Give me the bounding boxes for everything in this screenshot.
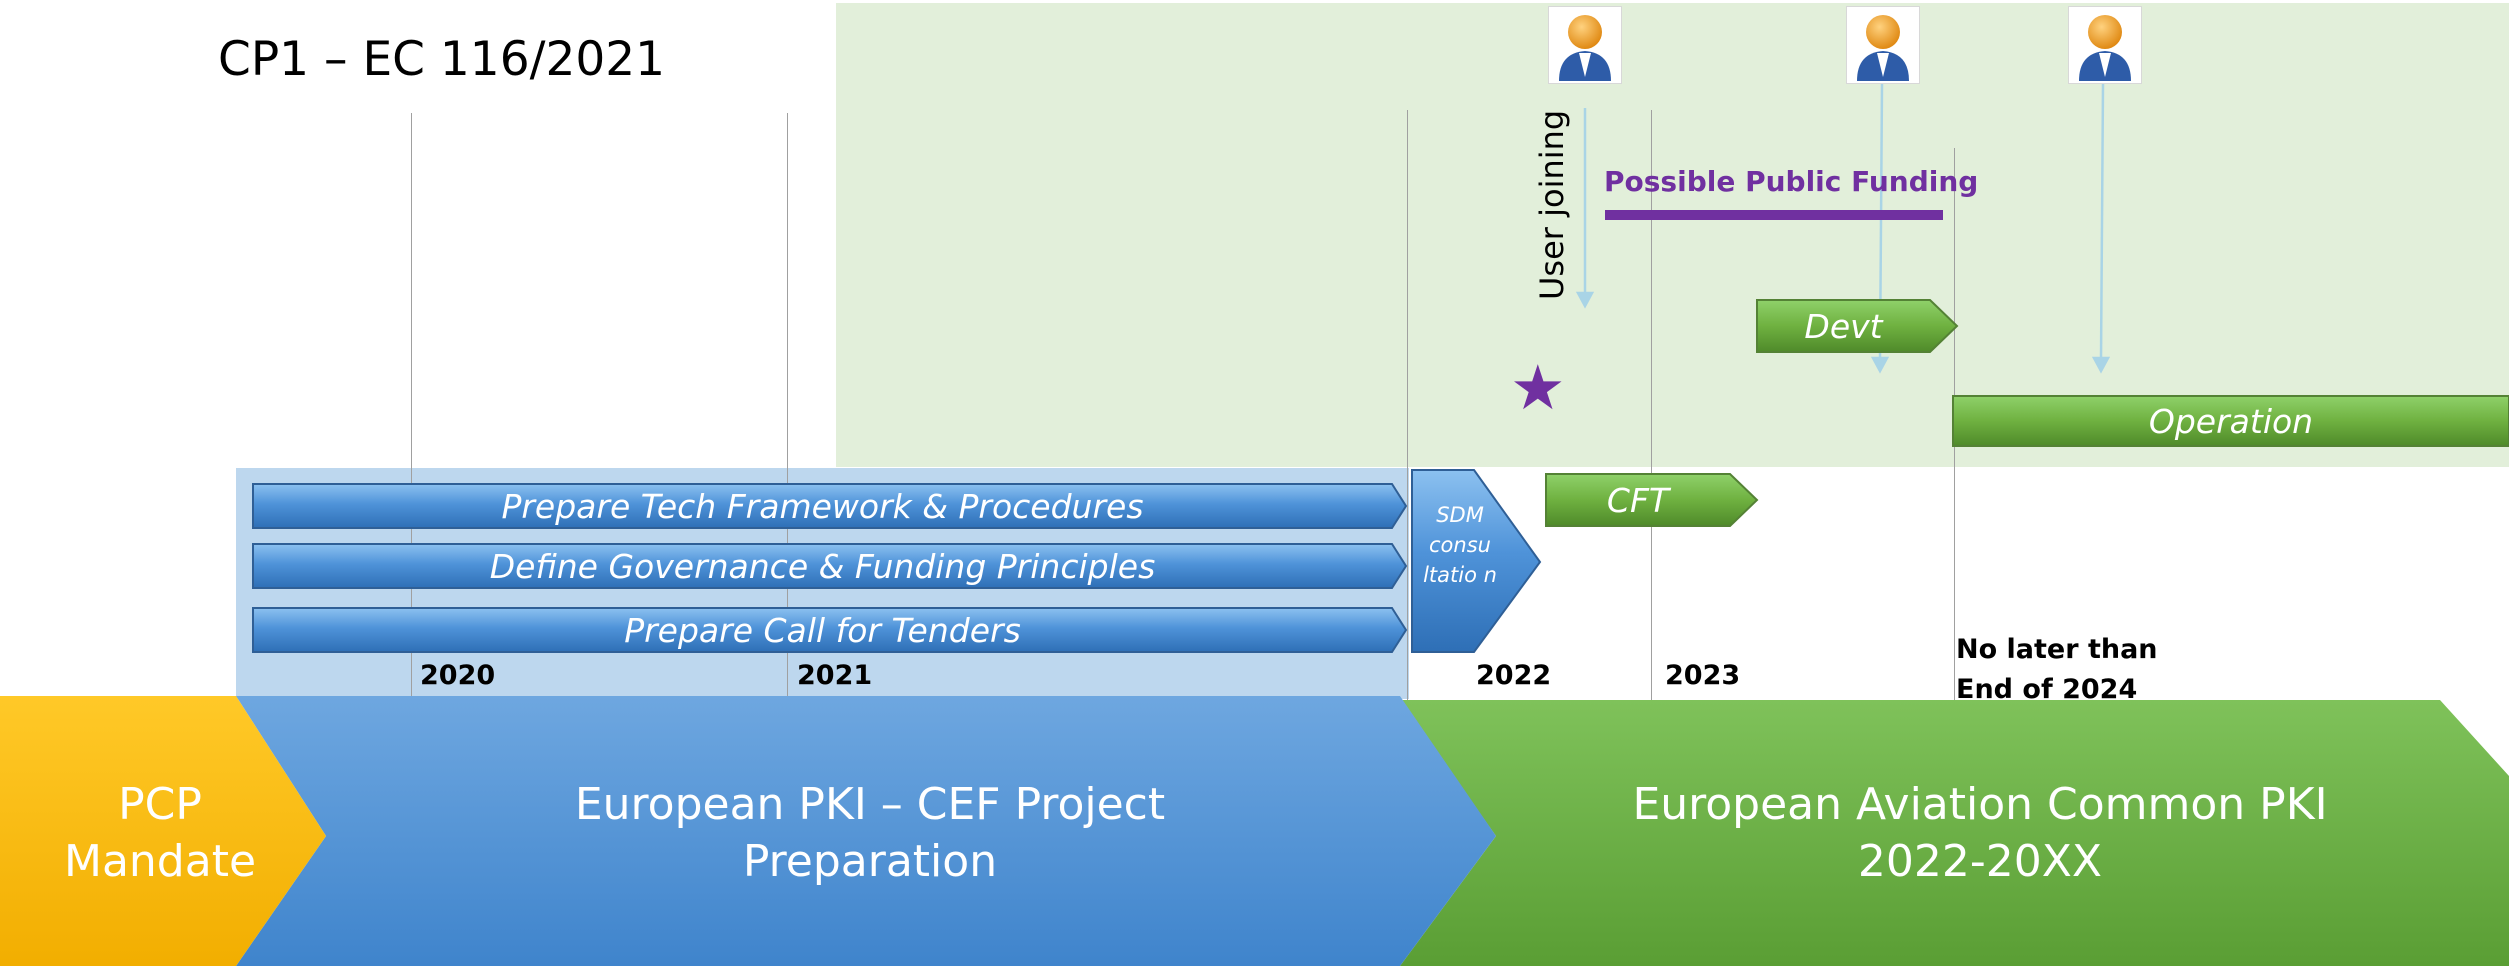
year-label-2023: 2023 (1665, 660, 1741, 691)
pcp-phase-chevron (0, 696, 326, 966)
operation-label: Operation (2148, 401, 2314, 441)
user-icon (2068, 6, 2142, 84)
pcp-phase-label: PCP Mandate (40, 776, 280, 890)
preparation-line-2: Preparation (742, 836, 998, 887)
devt-arrow (1756, 299, 1959, 353)
green-phase-background (836, 3, 2509, 467)
year-label-2021: 2021 (797, 660, 873, 691)
aviation-phase-chevron (1400, 700, 2509, 966)
user-icon (1548, 6, 1622, 84)
aviation-line-2: 2022-20XX (1857, 836, 2103, 887)
cft-label: CFT (1606, 480, 1670, 520)
year-line-2020 (411, 113, 412, 700)
sdm-label: SDM consu ltatio n (1423, 503, 1497, 587)
page-title: CP1 – EC 116/2021 (218, 32, 666, 87)
aviation-phase-label: European Aviation Common PKI 2022-20XX (1530, 776, 2430, 890)
task-label-1: Prepare Tech Framework & Procedures (501, 486, 1144, 526)
aviation-line-1: European Aviation Common PKI (1632, 779, 2328, 830)
funding-bar (1605, 210, 1943, 220)
operation-arrow (1952, 395, 2509, 447)
deadline-line-2: End of 2024 (1956, 674, 2138, 705)
preparation-phase-chevron (236, 696, 1496, 966)
pcp-line-2: Mandate (63, 836, 257, 887)
devt-label: Devt (1804, 306, 1883, 346)
task-label-2: Define Governance & Funding Principles (489, 546, 1156, 586)
cft-arrow (1545, 473, 1759, 527)
user-icon (1846, 6, 1920, 84)
star-icon: ★ (1510, 351, 1566, 424)
year-line-2021 (787, 113, 788, 700)
deadline-line-1: No later than (1956, 634, 2158, 665)
year-label-2022: 2022 (1476, 660, 1552, 691)
year-line-2022 (1407, 110, 1408, 700)
task-arrow-3 (252, 607, 1408, 653)
pcp-line-1: PCP (118, 779, 202, 830)
task-label-3: Prepare Call for Tenders (624, 610, 1021, 650)
funding-label: Possible Public Funding (1604, 165, 1979, 198)
year-line-2023 (1651, 110, 1652, 700)
task-arrow-1 (252, 483, 1408, 529)
year-label-2020: 2020 (420, 660, 496, 691)
preparation-line-1: European PKI – CEF Project (574, 779, 1166, 830)
preparation-phase-label: European PKI – CEF Project Preparation (420, 776, 1320, 890)
task-arrow-2 (252, 543, 1408, 589)
sdm-chevron (1411, 469, 1542, 653)
